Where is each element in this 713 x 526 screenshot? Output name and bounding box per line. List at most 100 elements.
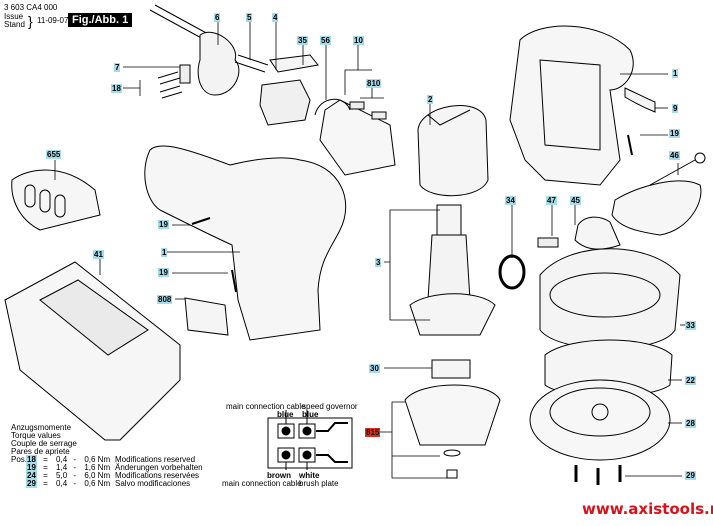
part-label-30[interactable]: 30 [369,364,380,373]
wiring-top-left-caption: main connection cable [226,402,306,411]
torque-row: 19 = 1,4 - 1,6 Nm [26,463,110,472]
housing-right [509,25,634,186]
part-label-3[interactable]: 3 [375,258,382,267]
field-coil [417,105,489,197]
wiring-bottom-right-caption: brush plate [299,479,339,488]
torque-row: 29 = 0,4 - 0,6 Nm [26,479,110,488]
torque-row: 24 = 5,0 - 6,0 Nm [26,471,110,480]
torque-pos[interactable]: 19 [26,463,37,472]
torque-eq: = [43,471,48,480]
issue-date: 11-09-07 [37,16,69,25]
torque-min: 5,0 [56,471,68,480]
torque-row: 18 = 0,4 - 0,6 Nm [26,455,110,464]
notice-fr: Modifications reservées [115,471,200,480]
part-label-33[interactable]: 33 [685,321,696,330]
torque-title-en: Torque values [11,431,61,440]
part-label-19-b[interactable]: 19 [158,268,169,277]
torque-dash: - [73,463,77,472]
torque-min: 1,4 [56,463,68,472]
torque-pos[interactable]: 18 [26,455,37,464]
part-label-19-a[interactable]: 19 [158,220,169,229]
part-label-56[interactable]: 56 [320,36,331,45]
dust-hose [611,152,706,236]
torque-title-de: Anzugsmomente [11,423,72,432]
part-label-45[interactable]: 45 [570,196,581,205]
part-label-7[interactable]: 7 [114,63,121,72]
torque-eq: = [43,479,48,488]
part-label-41[interactable]: 41 [93,250,104,259]
issue-label: Issue Stand [4,13,25,29]
part-label-6[interactable]: 6 [214,13,221,22]
part-label-22[interactable]: 22 [685,376,696,385]
part-label-808[interactable]: 808 [157,295,173,304]
electronics-module [314,98,396,176]
wiring-diagram [267,410,353,470]
armature [409,204,496,336]
torque-dash: - [73,455,77,464]
part-label-9[interactable]: 9 [672,104,679,113]
part-label-28[interactable]: 28 [685,419,696,428]
torque-pos[interactable]: 24 [26,471,37,480]
fan [404,384,501,479]
wiring-bottom-left-caption: main connection cable [222,479,302,488]
part-label-29[interactable]: 29 [685,471,696,480]
sanding-pad [529,379,671,461]
brace: } [28,13,33,29]
notice-de: Änderungen vorbehalten [115,463,203,472]
part-label-18[interactable]: 18 [111,84,122,93]
wiring-bottom-left-color: brown [267,471,291,480]
notice-es: Salvo modificaciones [115,479,191,488]
torque-title-es: Pares de apriete [11,447,70,456]
part-label-655[interactable]: 655 [46,150,62,159]
part-label-10[interactable]: 10 [353,36,364,45]
torque-title-fr: Couple de serrage [11,439,77,448]
issue-text: Issue [4,12,24,21]
housing-left [144,145,347,341]
part-label-46[interactable]: 46 [669,151,680,160]
wiring-top-right-caption: speed governor [302,402,358,411]
torque-max: 6,0 [84,471,96,480]
document-number: 3 603 CA4 000 [4,3,58,12]
switch [259,54,319,126]
part-label-1-right[interactable]: 1 [672,69,679,78]
housing-lower [539,248,681,350]
part-label-1-left[interactable]: 1 [161,248,168,257]
wiring-top-right-color: blue [302,410,319,419]
torque-pos-label: Pos. [11,455,28,464]
part-label-810[interactable]: 810 [366,79,382,88]
power-cable [149,4,269,96]
torque-unit: Nm [97,455,111,464]
torque-max: 0,6 [84,455,96,464]
torque-eq: = [43,455,48,464]
stand-text: Stand [4,20,25,29]
part-label-2[interactable]: 2 [427,95,434,104]
notice-en: Modifications reserved [115,455,196,464]
part-label-35[interactable]: 35 [297,36,308,45]
watermark-url[interactable]: www.axistools.ru [582,500,713,518]
figure-label: Fig./Abb. 1 [68,13,133,27]
dust-box [4,261,181,441]
torque-unit: Nm [97,471,111,480]
torque-eq: = [43,463,48,472]
torque-max: 0,6 [84,479,96,488]
torque-unit: Nm [97,479,111,488]
cover [11,169,101,231]
wiring-top-left-color: blue [277,410,294,419]
torque-min: 0,4 [56,455,68,464]
part-label-34[interactable]: 34 [505,196,516,205]
screws-18 [157,64,191,99]
leader-lines [54,22,692,479]
torque-pos[interactable]: 29 [26,479,37,488]
torque-unit: Nm [97,463,111,472]
part-label-19-right[interactable]: 19 [669,129,680,138]
torque-max: 1,6 [84,463,96,472]
part-label-815[interactable]: 815 [365,428,381,437]
part-label-4[interactable]: 4 [272,13,279,22]
wiring-bottom-right-color: white [299,471,320,480]
torque-min: 0,4 [56,479,68,488]
part-label-47[interactable]: 47 [546,196,557,205]
part-label-5[interactable]: 5 [246,13,253,22]
torque-dash: - [73,471,77,480]
torque-dash: - [73,479,77,488]
